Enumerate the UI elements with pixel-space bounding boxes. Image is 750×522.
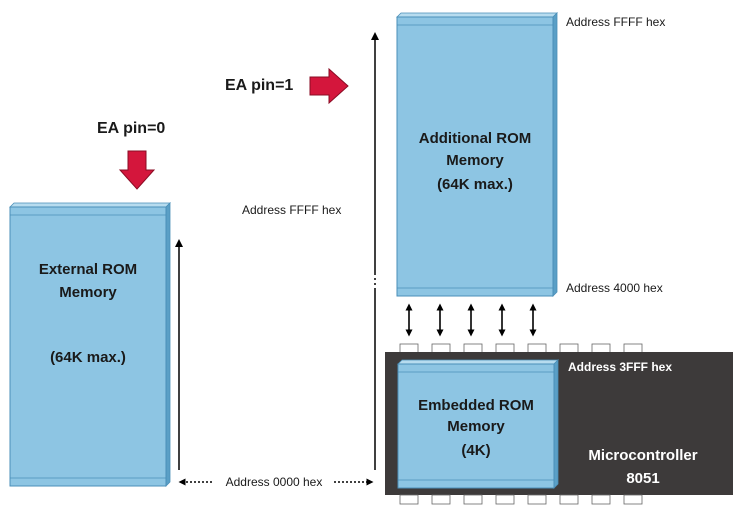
embedded-rom-title-line1: Embedded ROM xyxy=(418,397,534,414)
embedded-rom-title-line2: Memory xyxy=(447,418,505,435)
external-rom-block: External ROM Memory (64K max.) xyxy=(9,202,171,487)
external-rom-capacity: (64K max.) xyxy=(50,349,126,366)
address-0000-indicator: Address 0000 hex xyxy=(178,475,374,489)
address-4000-label: Address 4000 hex xyxy=(566,281,663,295)
ea-pin1-arrow-icon xyxy=(309,67,349,105)
additional-rom-capacity: (64K max.) xyxy=(437,176,513,193)
microcontroller-label-line2: 8051 xyxy=(626,470,659,487)
additional-rom-block: Additional ROM Memory (64K max.) xyxy=(396,12,558,297)
ea-pin1-label: EA pin=1 xyxy=(225,77,293,94)
address-0000-label: Address 0000 hex xyxy=(226,475,323,489)
external-rom-title-line1: External ROM xyxy=(39,261,137,278)
ea-pin0-label: EA pin=0 xyxy=(97,120,165,137)
microcontroller-label-line1: Microcontroller xyxy=(588,447,697,464)
ea-pin0-arrow-icon xyxy=(118,150,156,190)
address-ffff-top-label: Address FFFF hex xyxy=(566,15,665,29)
chip-top-pins xyxy=(399,343,643,354)
embedded-rom-block: Embedded ROM Memory (4K) xyxy=(397,359,559,489)
additional-rom-title-line2: Memory xyxy=(446,152,504,169)
bus-arrows xyxy=(405,303,537,337)
address-ffff-left-label: Address FFFF hex xyxy=(242,203,341,217)
address-3fff-label: Address 3FFF hex xyxy=(568,360,672,374)
chip-bottom-pins xyxy=(399,494,643,505)
embedded-rom-capacity: (4K) xyxy=(461,442,490,459)
additional-rom-title-line1: Additional ROM xyxy=(419,130,532,147)
external-rom-title-line2: Memory xyxy=(59,284,117,301)
